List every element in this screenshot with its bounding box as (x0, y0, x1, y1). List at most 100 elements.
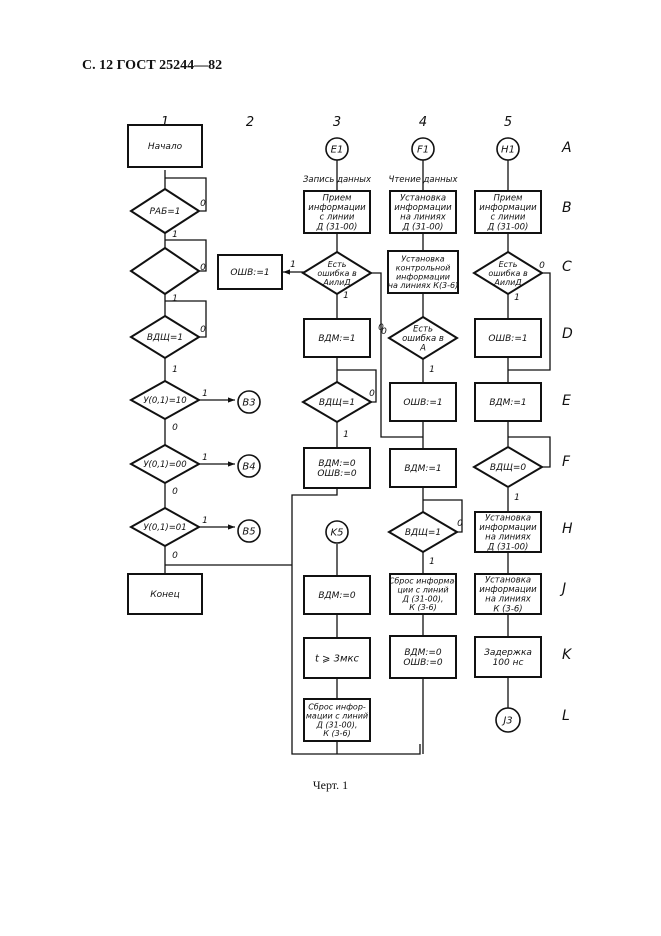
column-number: 3 (333, 115, 341, 130)
decision-text-y00-line: У(0,1)=00 (143, 460, 186, 470)
branch-label: 0 (539, 261, 545, 271)
connector-b3 (237, 390, 261, 414)
branch-label: 1 (343, 291, 349, 301)
decision-text-vdsh1-line: ВДЩ=1 (147, 333, 183, 343)
branch-label: 1 (514, 293, 520, 303)
process-text-c5j-line: Установка (485, 576, 531, 586)
column-number: 5 (504, 115, 512, 130)
connector-text-b5-line: B5 (242, 527, 255, 538)
branch-label: 1 (202, 516, 208, 526)
decision-text-c4d-line: Есть (413, 324, 433, 334)
connector-f1 (411, 137, 435, 161)
row-letter: H (562, 521, 573, 537)
decision-c4d (387, 315, 459, 361)
decision-text-c4d-line: ошибка в (402, 334, 444, 344)
connector-line (337, 369, 377, 403)
process-text-c5b-line: информации (479, 203, 537, 213)
branch-label: 0 (172, 423, 178, 433)
branch-label: 0 (200, 325, 206, 335)
process-text-c4c-line: информации (396, 272, 450, 281)
connector-text-f1-line: F1 (417, 145, 429, 156)
process-text-c5h-line: Установка (485, 514, 531, 524)
decision-text-c5f-line: ВДЩ=0 (490, 463, 527, 473)
connector-text-e1-line: E1 (331, 145, 344, 156)
branch-label: 1 (290, 260, 296, 270)
process-text-c4j-line: ции с линий (397, 585, 448, 594)
decision-text-c5c-line: ошибка в (488, 269, 528, 278)
process-text-c4e-line: ОШВ:=1 (403, 398, 442, 408)
process-box-start (127, 124, 203, 168)
connector-k5 (325, 520, 349, 544)
connector-j3 (495, 707, 521, 733)
branch-label: 0 (172, 487, 178, 497)
process-text-c4c-line: контрольной (396, 263, 451, 272)
decision-text-c5c-line: Есть (499, 260, 518, 269)
process-text-c5e-line: ВДМ:=1 (489, 398, 526, 408)
connector-text-j3-line: J3 (501, 716, 512, 727)
process-box-c3l (303, 698, 371, 742)
row-letter: B (562, 200, 572, 216)
process-text-c3d-line: ВДМ:=1 (318, 334, 355, 344)
branch-label: 1 (172, 365, 178, 375)
decision-y10 (128, 379, 202, 421)
process-text-c3b-line: Прием (323, 194, 353, 204)
decision-text-c3c-line: АилиД (322, 278, 350, 287)
branch-label: 1 (429, 557, 435, 567)
column-number: 2 (246, 115, 254, 130)
write-data-label: Запись данных (303, 175, 372, 185)
row-letter: F (562, 454, 571, 470)
decision-text-c3e-line: ВДЩ=1 (319, 398, 355, 408)
connector-text-b4-line: B4 (242, 462, 255, 473)
process-text-c4b-line: на линиях (400, 213, 447, 223)
process-text-c3b-line: информации (308, 203, 366, 213)
decision-y00 (128, 443, 202, 485)
connector-line (291, 488, 338, 565)
process-text-c4b-line: Д (31-00) (402, 222, 444, 232)
process-text-c5j-line: на линиях (485, 595, 532, 605)
connector-line (423, 499, 463, 533)
arrow-head (228, 461, 235, 467)
decision-text-c5c-line: АилиД (493, 278, 521, 287)
decision-c3e (301, 380, 373, 424)
connector-lines (164, 160, 551, 755)
process-box-c4f (389, 448, 457, 488)
process-text-c3l-line: Сброс инфор- (308, 702, 366, 711)
process-box-end (127, 573, 203, 615)
process-text-c5k-line: 100 нс (493, 658, 524, 668)
flowchart-nodes (127, 124, 544, 742)
branch-label: 0 (369, 389, 375, 399)
process-text-start-line: Начало (148, 142, 183, 152)
connector-h1 (496, 137, 520, 161)
page-header: С. 12 ГОСТ 25244—82 (82, 58, 223, 73)
process-text-c3f-line: ВДМ:=0 (318, 459, 356, 469)
process-text-c5j-line: информации (479, 585, 537, 595)
process-text-c4b-line: информации (394, 203, 452, 213)
process-text-c3l-line: К (3-6) (323, 729, 351, 738)
process-box-c5b (474, 190, 542, 234)
process-text-c4c-line: Установка (401, 254, 445, 263)
branch-label: 0 (200, 199, 206, 209)
process-box-osh2 (217, 254, 283, 290)
decision-c5f (472, 445, 544, 489)
connector-line (291, 565, 421, 755)
branch-label: 0 (378, 323, 384, 333)
process-text-c3k-line: t ⩾ 3мкс (315, 654, 360, 665)
decision-y01 (128, 506, 202, 548)
branch-label: 0 (381, 327, 387, 337)
process-text-c4k-line: ВДМ:=0 (404, 648, 442, 658)
branch-label: 0 (172, 551, 178, 561)
process-box-c3d (303, 318, 371, 358)
branch-label: 1 (343, 430, 349, 440)
connector-text-k5-line: K5 (331, 528, 344, 539)
row-letter: J (559, 581, 566, 597)
connector-line (165, 300, 207, 338)
branch-label: 1 (172, 230, 178, 240)
decision-c5c (472, 250, 544, 296)
process-text-c4b-line: Установка (400, 194, 446, 204)
decision-rab (129, 187, 201, 235)
decision-text-c4h-line: ВДЩ=1 (405, 528, 441, 538)
decision-text-c3c-line: ошибка в (317, 269, 357, 278)
process-text-c5d-line: ОШВ:=1 (488, 334, 527, 344)
